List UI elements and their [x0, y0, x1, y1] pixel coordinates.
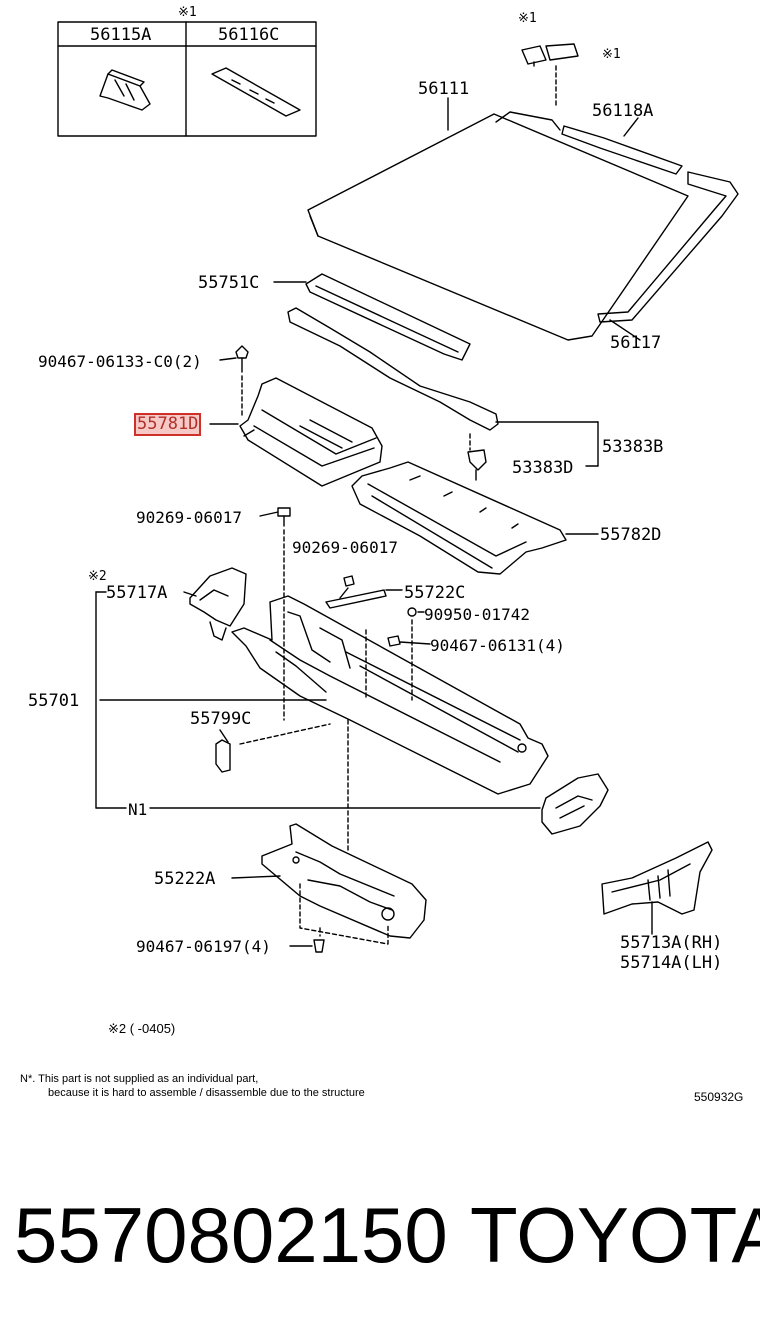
mark1-top: ※1: [518, 11, 537, 26]
insulator-55799C: [215, 739, 231, 773]
mark1-right: ※1: [602, 47, 621, 62]
molding-56118A: [561, 125, 683, 175]
label-N1: N1: [128, 800, 148, 819]
label-55782D: 55782D: [600, 525, 662, 545]
label-55781D-highlighted[interactable]: 55781D: [133, 413, 202, 436]
brand-name: TOYOTA: [470, 1191, 760, 1279]
label-56117: 56117: [610, 333, 662, 353]
label-56118A: 56118A: [592, 101, 654, 121]
label-55722C: 55722C: [404, 583, 466, 603]
label-90269-06017-a: 90269-06017: [136, 508, 242, 527]
spacer-top-right: [545, 43, 579, 61]
label-55701: 55701: [28, 691, 80, 711]
label-55717A: 55717A: [106, 583, 168, 603]
diagram-drawing: [57, 21, 739, 953]
n1-note-line2: because it is hard to assemble / disasse…: [48, 1087, 365, 1099]
label-55799C: 55799C: [190, 709, 252, 729]
table-note-mark: ※1: [178, 5, 197, 20]
weatherstrip-56117: [597, 171, 739, 323]
diagram-code: 550932G: [694, 1090, 744, 1104]
label-55751C: 55751C: [198, 273, 260, 293]
table-col-56115A: 56115A: [90, 25, 152, 45]
label-55222A: 55222A: [154, 869, 216, 889]
label-90467-06197: 90467-06197(4): [136, 937, 271, 956]
footer: 5570802150 TOYOTA: [0, 1190, 760, 1280]
label-53383D: 53383D: [512, 458, 574, 478]
range-note: ※2 ( -0405): [108, 1021, 176, 1036]
label-53383B: 53383B: [602, 437, 664, 457]
seal-53383B: [287, 307, 499, 431]
label-55714A: 55714A(LH): [620, 953, 723, 973]
seal-55751C: [305, 273, 471, 361]
cowl-top-55782D: [351, 461, 567, 575]
mark2: ※2: [88, 569, 107, 584]
panel-55222A: [261, 823, 427, 939]
bracket-55717A: [189, 567, 247, 627]
label-90467-06131: 90467-06131(4): [430, 636, 565, 655]
label-90467-06133: 90467-06133-C0(2): [38, 352, 202, 371]
bracket-N1: [541, 773, 609, 835]
label-90950-01742: 90950-01742: [424, 605, 530, 624]
side-panel-55713A: [601, 841, 713, 915]
spacer-top-left: [521, 45, 547, 65]
parts-diagram: ※1 56115A 56116C ※1 ※1 56111 56118A 5575…: [20, 5, 744, 1105]
label-55713A: 55713A(RH): [620, 933, 723, 953]
table-col-56116C: 56116C: [218, 25, 280, 45]
cowl-top-55781D: [239, 377, 383, 487]
label-90269-06017-b: 90269-06017: [292, 538, 398, 557]
label-56111: 56111: [418, 79, 470, 99]
part-number: 5570802150: [14, 1191, 448, 1279]
cowl-panel-55701: [231, 595, 549, 795]
n1-note-line1: N*. This part is not supplied as an indi…: [20, 1073, 259, 1085]
part-table-frame: [57, 21, 317, 137]
